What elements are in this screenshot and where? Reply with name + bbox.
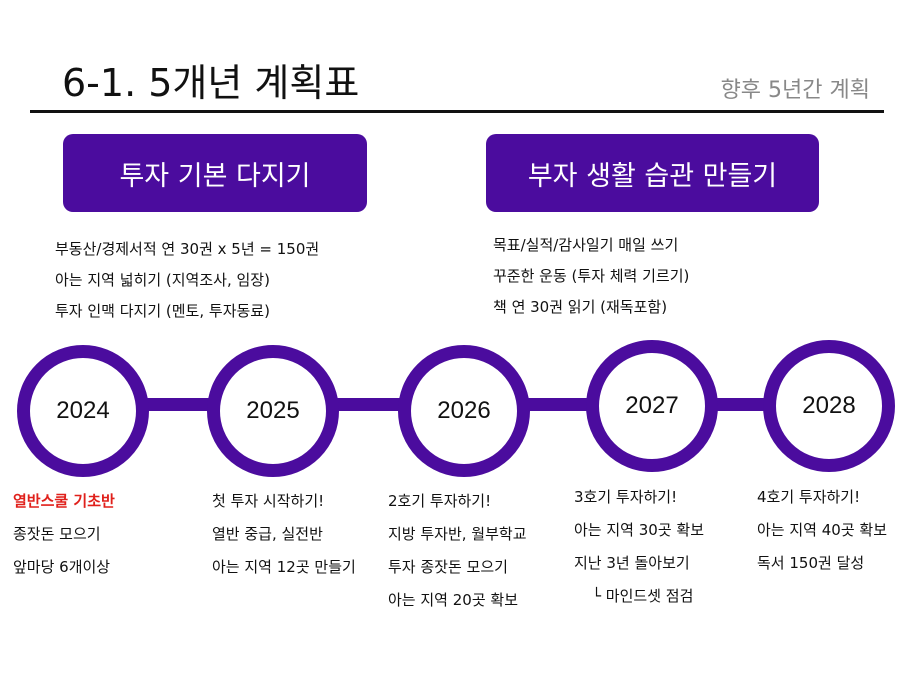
year-node-2025: 2025 <box>207 345 339 477</box>
plan-item: 아는 지역 30곳 확보 <box>574 521 704 539</box>
theme-badge-habits: 부자 생활 습관 만들기 <box>486 134 819 212</box>
plan-item: 종잣돈 모으기 <box>13 525 101 543</box>
year-label: 2024 <box>56 397 110 424</box>
plan-item: 독서 150권 달성 <box>757 554 865 572</box>
plan-2025: 첫 투자 시작하기! 열반 중급, 실전반 아는 지역 12곳 만들기 <box>212 485 356 584</box>
goal-item: 꾸준한 운동 (투자 체력 기르기) <box>493 267 690 285</box>
plan-item: 투자 종잣돈 모으기 <box>388 558 508 576</box>
goal-item: 투자 인맥 다지기 (멘토, 투자동료) <box>55 302 270 320</box>
plan-2027: 3호기 투자하기! 아는 지역 30곳 확보 지난 3년 돌아보기 └ 마인드셋… <box>574 481 704 613</box>
habit-goals: 목표/실적/감사일기 매일 쓰기 꾸준한 운동 (투자 체력 기르기) 책 연 … <box>493 230 689 323</box>
year-label: 2028 <box>802 392 856 419</box>
year-node-2028: 2028 <box>763 340 895 472</box>
goal-item: 책 연 30권 읽기 (재독포함) <box>493 298 668 316</box>
year-node-2027: 2027 <box>586 340 718 472</box>
plan-item: 첫 투자 시작하기! <box>212 492 325 510</box>
plan-2028: 4호기 투자하기! 아는 지역 40곳 확보 독서 150권 달성 <box>757 481 887 580</box>
page-title: 6-1. 5개년 계획표 <box>62 61 360 105</box>
plan-item: 아는 지역 40곳 확보 <box>757 521 887 539</box>
plan-item: 3호기 투자하기! <box>574 488 678 506</box>
plan-item: 아는 지역 20곳 확보 <box>388 591 518 609</box>
plan-2026: 2호기 투자하기! 지방 투자반, 월부학교 투자 종잣돈 모으기 아는 지역 … <box>388 485 527 617</box>
page-subtitle: 향후 5년간 계획 <box>720 78 870 103</box>
plan-item: 열반 중급, 실전반 <box>212 525 323 543</box>
plan-item: 아는 지역 12곳 만들기 <box>212 558 356 576</box>
year-node-2024: 2024 <box>17 345 149 477</box>
plan-sub-item: └ 마인드셋 점검 <box>592 587 694 605</box>
year-label: 2026 <box>437 397 491 424</box>
title-divider <box>30 110 884 113</box>
plan-2024: 열반스쿨 기초반 종잣돈 모으기 앞마당 6개이상 <box>13 485 115 584</box>
plan-item: 지난 3년 돌아보기 <box>574 554 690 572</box>
plan-item-highlight: 열반스쿨 기초반 <box>13 492 115 510</box>
year-label: 2025 <box>246 397 300 424</box>
goal-item: 아는 지역 넓히기 (지역조사, 임장) <box>55 271 270 289</box>
year-label: 2027 <box>625 392 679 419</box>
plan-item: 2호기 투자하기! <box>388 492 492 510</box>
investment-goals: 부동산/경제서적 연 30권 x 5년 = 150권 아는 지역 넓히기 (지역… <box>55 234 319 327</box>
year-node-2026: 2026 <box>398 345 530 477</box>
plan-item: 앞마당 6개이상 <box>13 558 111 576</box>
theme-badge-investment: 투자 기본 다지기 <box>63 134 367 212</box>
goal-item: 부동산/경제서적 연 30권 x 5년 = 150권 <box>55 240 320 258</box>
plan-item: 4호기 투자하기! <box>757 488 861 506</box>
goal-item: 목표/실적/감사일기 매일 쓰기 <box>493 236 679 254</box>
plan-item: 지방 투자반, 월부학교 <box>388 525 527 543</box>
